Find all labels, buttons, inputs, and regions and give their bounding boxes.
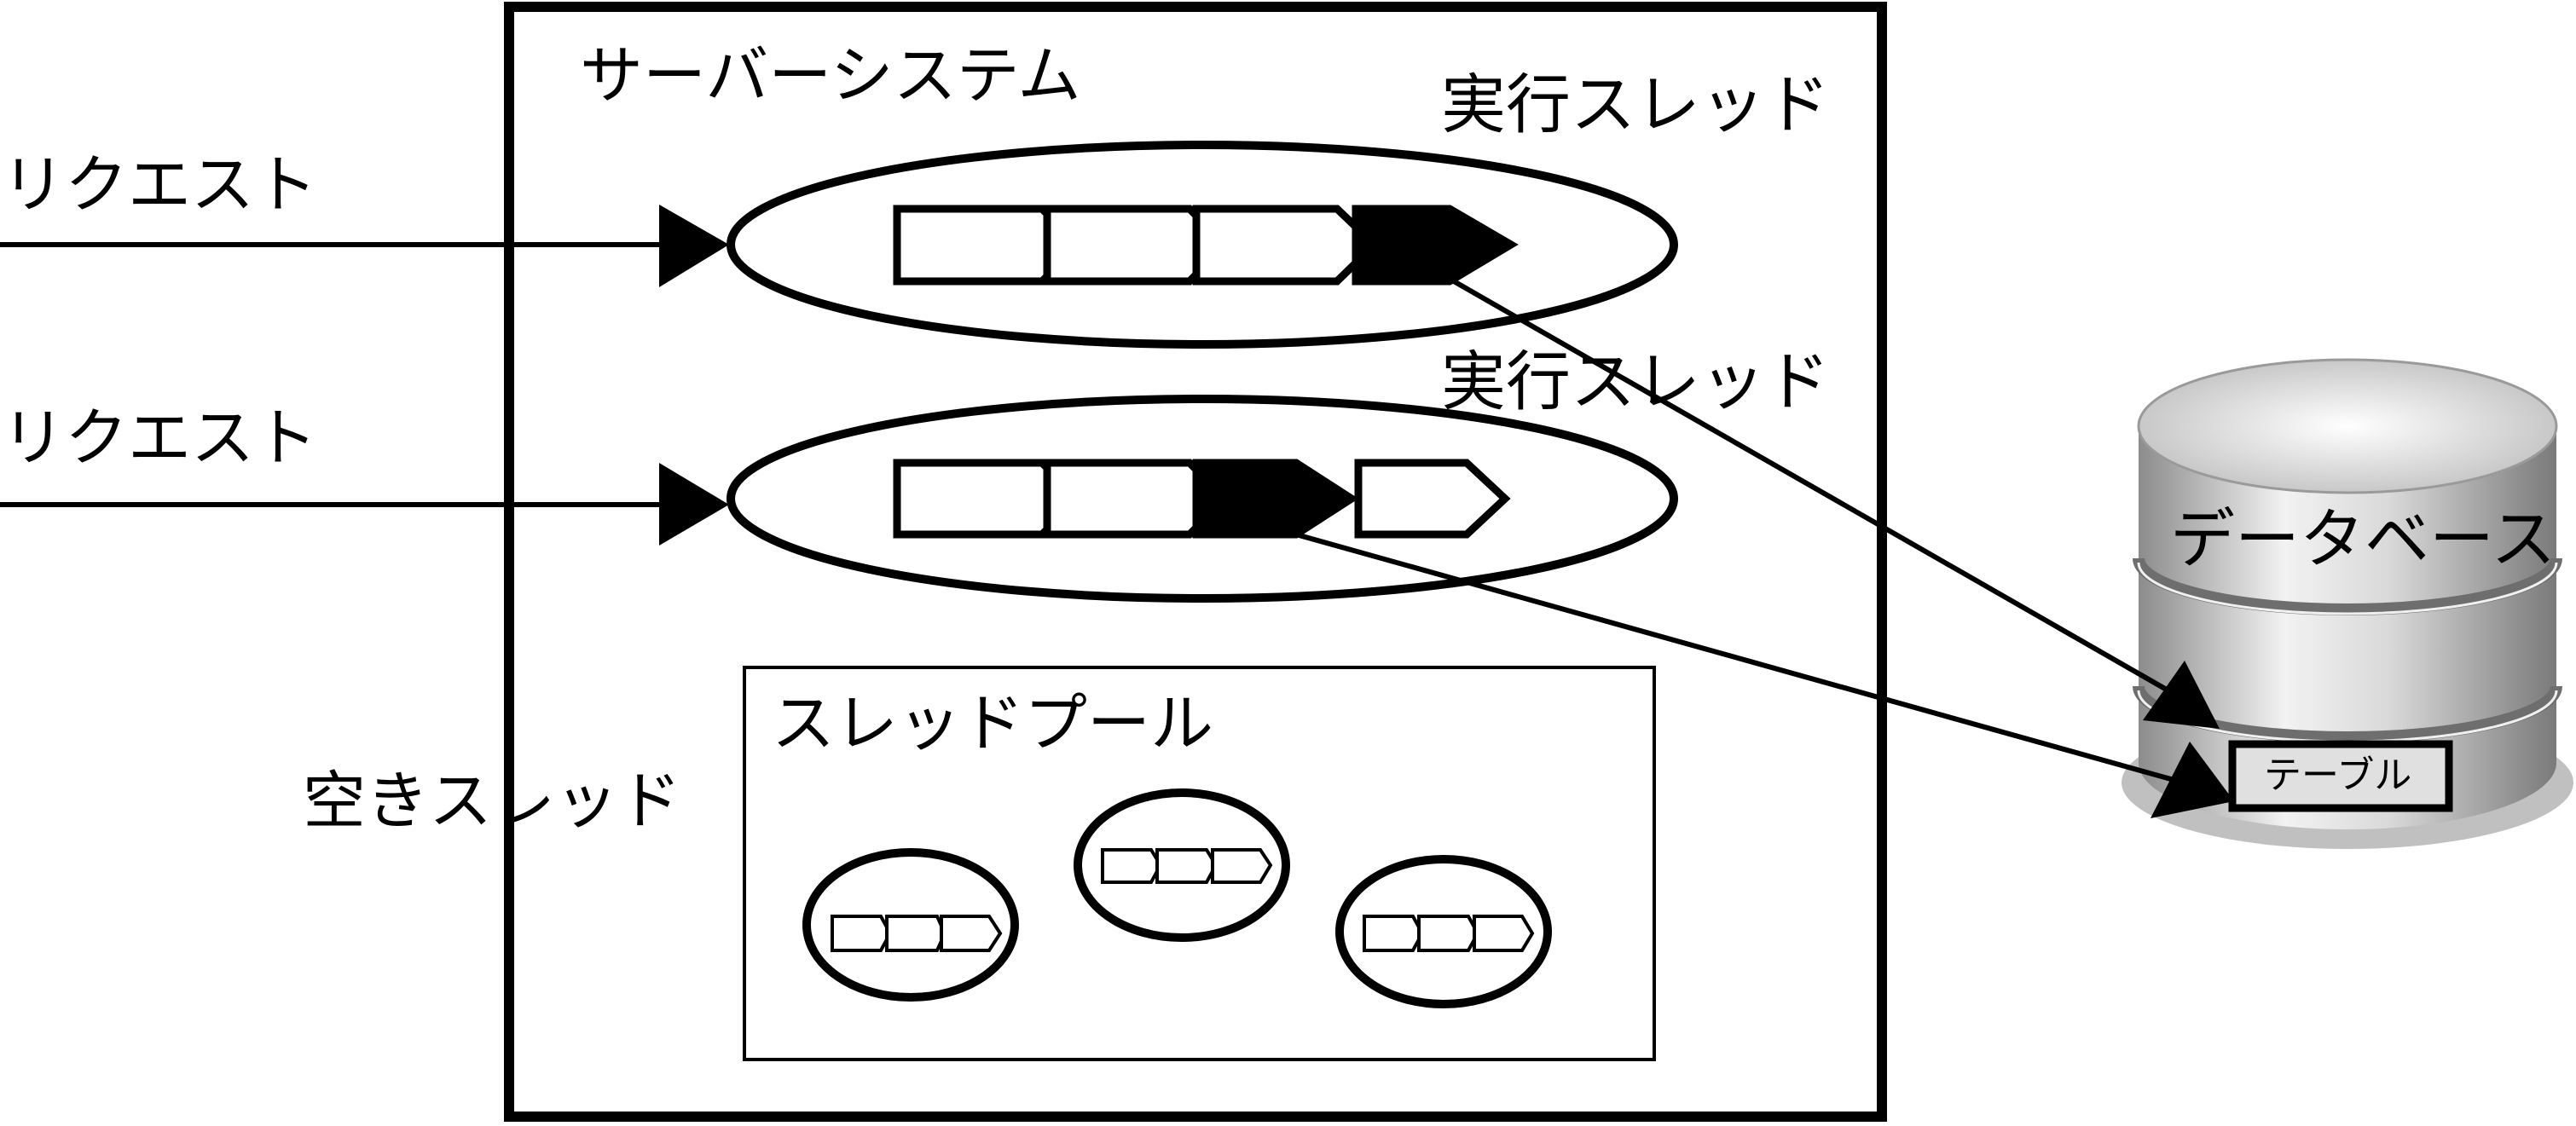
execution-thread-label-2: 実行スレッド	[1441, 344, 1830, 419]
execution-thread-1	[726, 141, 1678, 349]
table-label: テーブル	[2264, 754, 2412, 797]
execution-thread-2	[726, 395, 1678, 603]
server-system-box	[504, 2, 1887, 1122]
table-box	[2228, 740, 2453, 812]
database-label: データベース	[2170, 501, 2556, 577]
thread-1-db-connection	[1452, 279, 2220, 729]
server-system-label: サーバーシステム	[580, 39, 1081, 113]
request-label-2: リクエスト	[2, 401, 317, 475]
thread-pool-label: スレッドプール	[772, 687, 1213, 760]
thread-2-step-3-active	[1192, 459, 1359, 539]
thread-2-step-4	[1354, 459, 1511, 539]
thread-1-step-3	[1192, 205, 1381, 286]
thread-1-steps	[893, 205, 1519, 286]
thread-2-steps	[893, 459, 1511, 539]
request-arrow-2	[0, 463, 729, 546]
idle-thread-2	[1074, 788, 1290, 942]
idle-thread-1	[802, 848, 1019, 1002]
idle-thread-label: 空きスレッド	[303, 765, 681, 838]
request-arrow-1	[0, 205, 729, 287]
idle-thread-3	[1335, 855, 1552, 1008]
execution-thread-label-1: 実行スレッド	[1441, 66, 1830, 142]
thread-1-step-4-active	[1352, 205, 1519, 286]
thread-2-db-connection	[1295, 532, 2234, 818]
thread-pool-box	[743, 666, 1656, 1061]
request-label-1: リクエスト	[2, 148, 317, 222]
